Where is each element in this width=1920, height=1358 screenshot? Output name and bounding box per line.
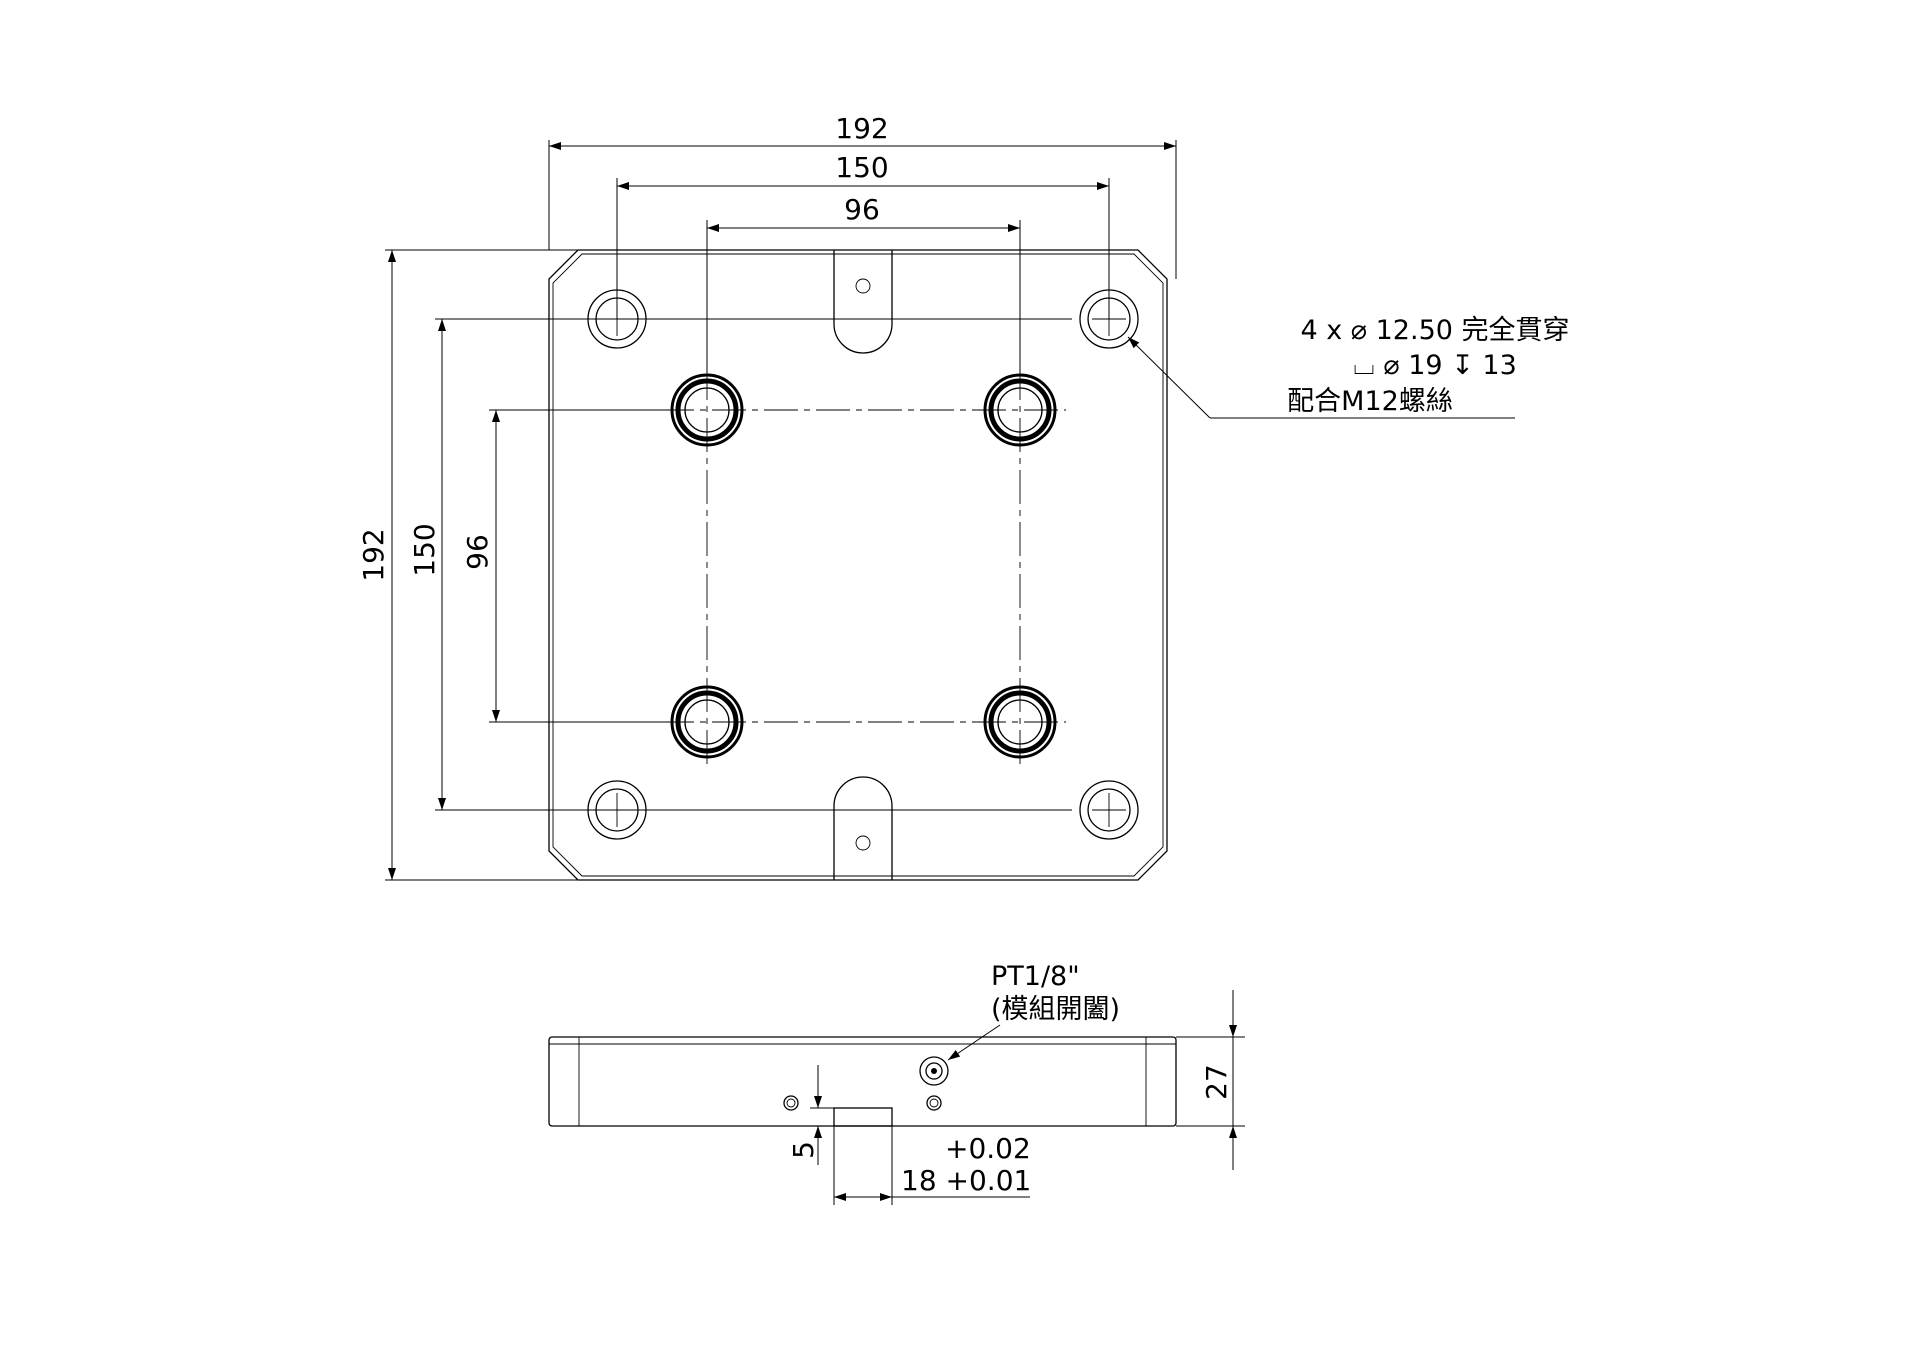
dim-slot-tol-lower: 18 +0.01 xyxy=(901,1164,1031,1197)
top-view: 192 150 96 192 150 96 xyxy=(357,112,1570,881)
side-hole-left xyxy=(783,1095,799,1111)
dim-v-150: 150 xyxy=(408,523,441,576)
callout-line-1: 4 x ⌀ 12.50 完全貫穿 xyxy=(1300,315,1569,346)
side-view: PT1/8" (模組開闔) 27 5 +0.02 18 +0.01 xyxy=(548,961,1245,1205)
dim-step-5: 5 xyxy=(787,1141,820,1159)
plate-outline xyxy=(548,249,1168,881)
dim-slot-tol-upper: +0.02 xyxy=(945,1132,1031,1165)
bottom-slot-hole xyxy=(855,835,871,851)
horizontal-dimensions: 192 150 96 xyxy=(548,112,1177,376)
dim-height-27: 27 xyxy=(1200,1064,1233,1100)
dim-v-192: 192 xyxy=(357,528,390,581)
plate-inner-outline xyxy=(552,253,1164,877)
port-label-2: (模組開闔) xyxy=(991,994,1120,1025)
callout-line-3: 配合M12螺絲 xyxy=(1287,386,1453,417)
hole-callout: 4 x ⌀ 12.50 完全貫穿 ⌴ ⌀ 19 ↧ 13 配合M12螺絲 xyxy=(1127,315,1570,419)
center-lines xyxy=(600,302,1126,827)
port-label-1: PT1/8" xyxy=(991,961,1080,992)
port-fitting xyxy=(919,1056,949,1086)
vertical-dimensions: 192 150 96 xyxy=(357,249,1072,881)
callout-line-2: ⌴ ⌀ 19 ↧ 13 xyxy=(1353,350,1517,381)
dim-h-192: 192 xyxy=(835,112,888,145)
top-slot xyxy=(833,250,893,354)
bottom-slot xyxy=(833,776,893,880)
outer-hole-br xyxy=(1079,780,1139,840)
side-body xyxy=(548,1036,1177,1127)
side-hole-right xyxy=(926,1095,942,1111)
top-slot-hole xyxy=(855,278,871,294)
dim-h-96: 96 xyxy=(844,193,880,226)
side-slot xyxy=(833,1107,893,1127)
dim-h-150: 150 xyxy=(835,151,888,184)
dim-v-96: 96 xyxy=(461,534,494,570)
